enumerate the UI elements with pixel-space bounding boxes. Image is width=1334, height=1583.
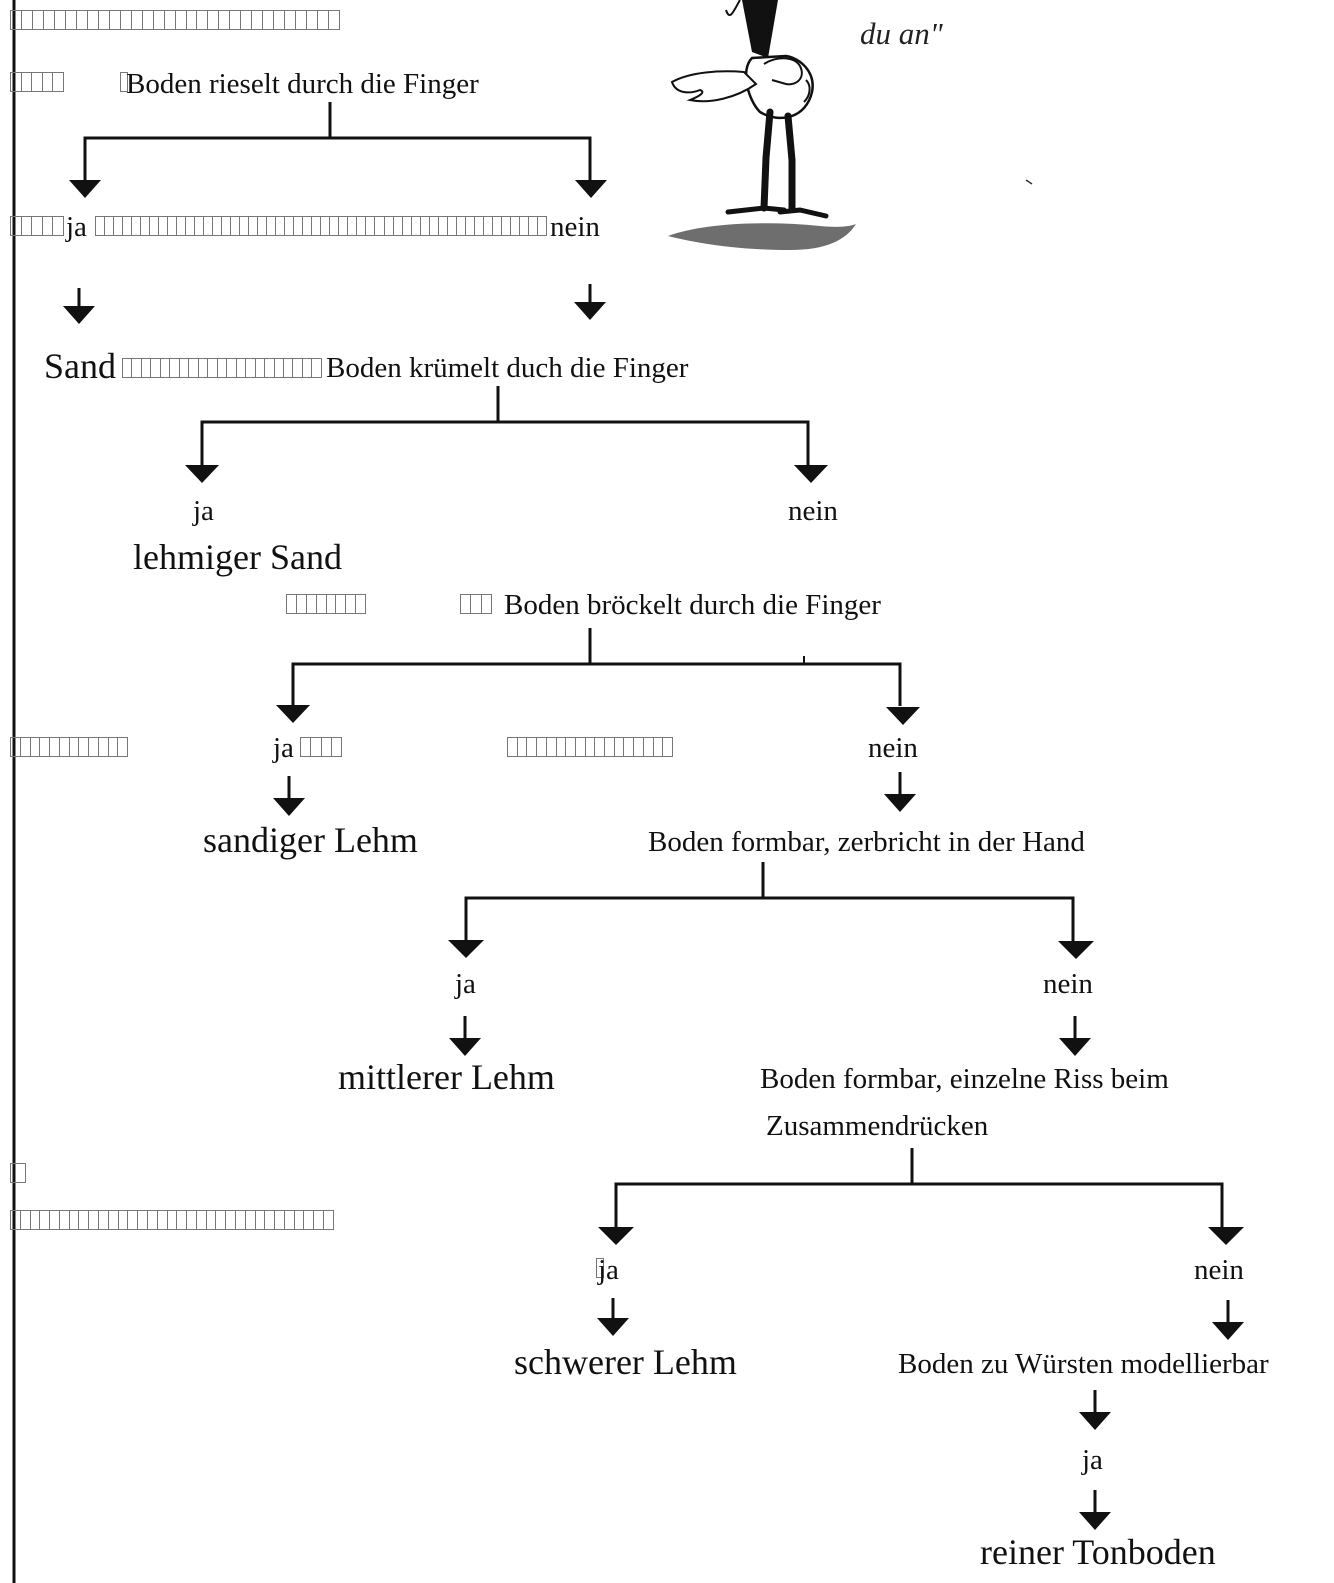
- question-5-line-2: Zusammendrücken: [766, 1110, 989, 1142]
- answer-no-4: nein: [1043, 968, 1093, 1000]
- speech-bubble-line-2: du an": [860, 16, 943, 51]
- result-sandiger-lehm: sandiger Lehm: [203, 820, 418, 860]
- answer-yes-6: ja: [1082, 1444, 1103, 1476]
- answer-yes-5: ja: [598, 1254, 619, 1286]
- stork-wing: [670, 70, 758, 103]
- answer-no-5: nein: [1194, 1254, 1244, 1286]
- answer-yes-2: ja: [193, 495, 214, 527]
- glyph-box-row: [286, 594, 366, 614]
- glyph-box-row: [10, 1163, 26, 1183]
- glyph-box-row: [460, 594, 492, 614]
- stork-leg-left: [760, 108, 774, 212]
- glyph-box-row: [120, 72, 128, 92]
- stork-shadow: [668, 223, 856, 250]
- glyph-box-row: [300, 737, 342, 757]
- question-1: Boden rieselt durch die Finger: [126, 68, 479, 100]
- answer-yes-1: ja: [66, 211, 87, 243]
- result-mittlerer-lehm: mittlerer Lehm: [338, 1057, 555, 1097]
- stork-leg-right: [784, 112, 796, 212]
- result-lehmiger-sand: lehmiger Sand: [133, 537, 342, 577]
- result-sand: Sand: [44, 346, 116, 386]
- glyph-box-row: [10, 1210, 334, 1230]
- answer-no-3: nein: [868, 732, 918, 764]
- glyph-box-row: [10, 10, 341, 30]
- question-6: Boden zu Würsten modellierbar: [898, 1348, 1269, 1380]
- answer-yes-4: ja: [455, 968, 476, 1000]
- glyph-box-row: [507, 737, 673, 757]
- glyph-box-row: [596, 1258, 604, 1278]
- stork-illustration: [668, 0, 1033, 250]
- answer-no-1: nein: [550, 211, 600, 243]
- question-3: Boden bröckelt durch die Finger: [504, 589, 881, 621]
- result-schwerer-lehm: schwerer Lehm: [514, 1342, 737, 1382]
- result-reiner-tonboden: reiner Tonboden: [980, 1532, 1216, 1572]
- branch-q5: [597, 1148, 1244, 1340]
- glyph-box-row: [10, 737, 128, 757]
- glyph-box-row: [122, 358, 322, 378]
- glyph-box-row: [95, 216, 547, 236]
- question-2: Boden krümelt duch die Finger: [326, 352, 689, 384]
- branch-q6: [1079, 1390, 1111, 1530]
- branch-q1: [63, 102, 607, 324]
- branch-q4: [448, 862, 1094, 1056]
- answer-no-2: nein: [788, 495, 838, 527]
- question-5-line-1: Boden formbar, einzelne Riss beim: [760, 1063, 1169, 1095]
- glyph-box-row: [10, 72, 64, 92]
- answer-yes-3: ja: [273, 732, 294, 764]
- stork-neck: [742, 0, 778, 58]
- question-4: Boden formbar, zerbricht in der Hand: [648, 826, 1085, 858]
- branch-q3: [273, 628, 920, 816]
- glyph-box-row: [10, 216, 64, 236]
- branch-q2: [185, 386, 828, 483]
